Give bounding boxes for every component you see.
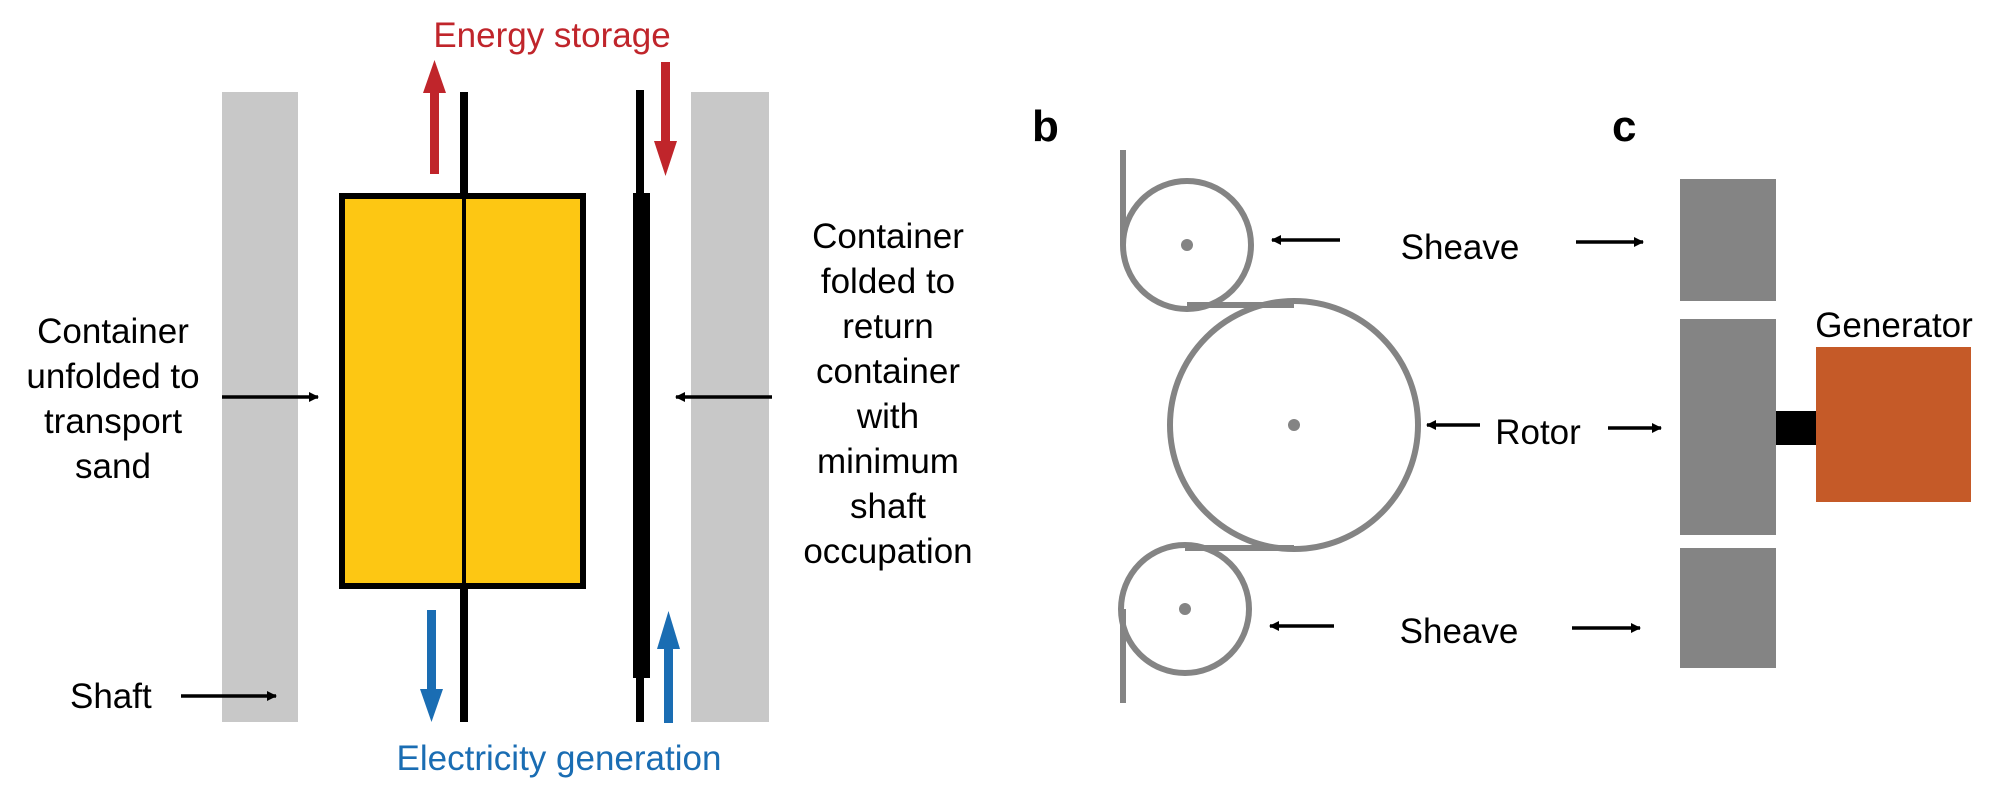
rotor-side-view xyxy=(1680,319,1776,535)
bottom-sheave-label: Sheave xyxy=(1400,612,1519,651)
unfolded-container-label: Container unfolded to transport sand xyxy=(26,312,199,486)
top-sheave-label: Sheave xyxy=(1401,228,1520,267)
folded-label-line-6: minimum xyxy=(817,442,959,481)
top-sheave-axle xyxy=(1181,239,1193,251)
unfolded-label-line-2: unfolded to xyxy=(26,357,199,396)
folded-label-line-1: Container xyxy=(812,217,964,256)
generator-label: Generator xyxy=(1815,306,1973,345)
rotor-label: Rotor xyxy=(1495,413,1581,452)
top-sheave-side-view xyxy=(1680,179,1776,301)
storage-up-arrow xyxy=(423,60,446,174)
folded-container xyxy=(633,193,650,678)
generation-down-arrow xyxy=(420,610,443,722)
right-shaft xyxy=(691,92,769,722)
panel-label-c: c xyxy=(1612,102,1636,151)
generation-up-arrow xyxy=(657,611,680,723)
folded-label-line-7: shaft xyxy=(850,487,926,526)
folded-label-line-2: folded to xyxy=(821,262,955,301)
bottom-sheave-axle xyxy=(1179,603,1191,615)
folded-container-label: Container folded to return container wit… xyxy=(803,217,972,571)
unfolded-label-line-3: transport xyxy=(44,402,182,441)
electricity-generation-label: Electricity generation xyxy=(397,739,722,778)
folded-label-line-5: with xyxy=(856,397,919,436)
shaft-label: Shaft xyxy=(70,677,152,716)
left-shaft xyxy=(222,92,298,722)
rotor-axle xyxy=(1288,419,1300,431)
bottom-sheave-side-view xyxy=(1680,548,1776,668)
rope-path xyxy=(1118,150,1421,703)
storage-down-arrow xyxy=(654,62,677,176)
folded-label-line-8: occupation xyxy=(803,532,972,571)
energy-storage-label: Energy storage xyxy=(433,16,670,55)
generator xyxy=(1816,347,1971,502)
folded-label-line-4: container xyxy=(816,352,960,391)
panel-label-b: b xyxy=(1032,102,1059,151)
unfolded-label-line-1: Container xyxy=(37,312,189,351)
folded-label-line-3: return xyxy=(842,307,933,346)
generator-shaft xyxy=(1776,411,1816,445)
unfolded-label-line-4: sand xyxy=(75,447,151,486)
